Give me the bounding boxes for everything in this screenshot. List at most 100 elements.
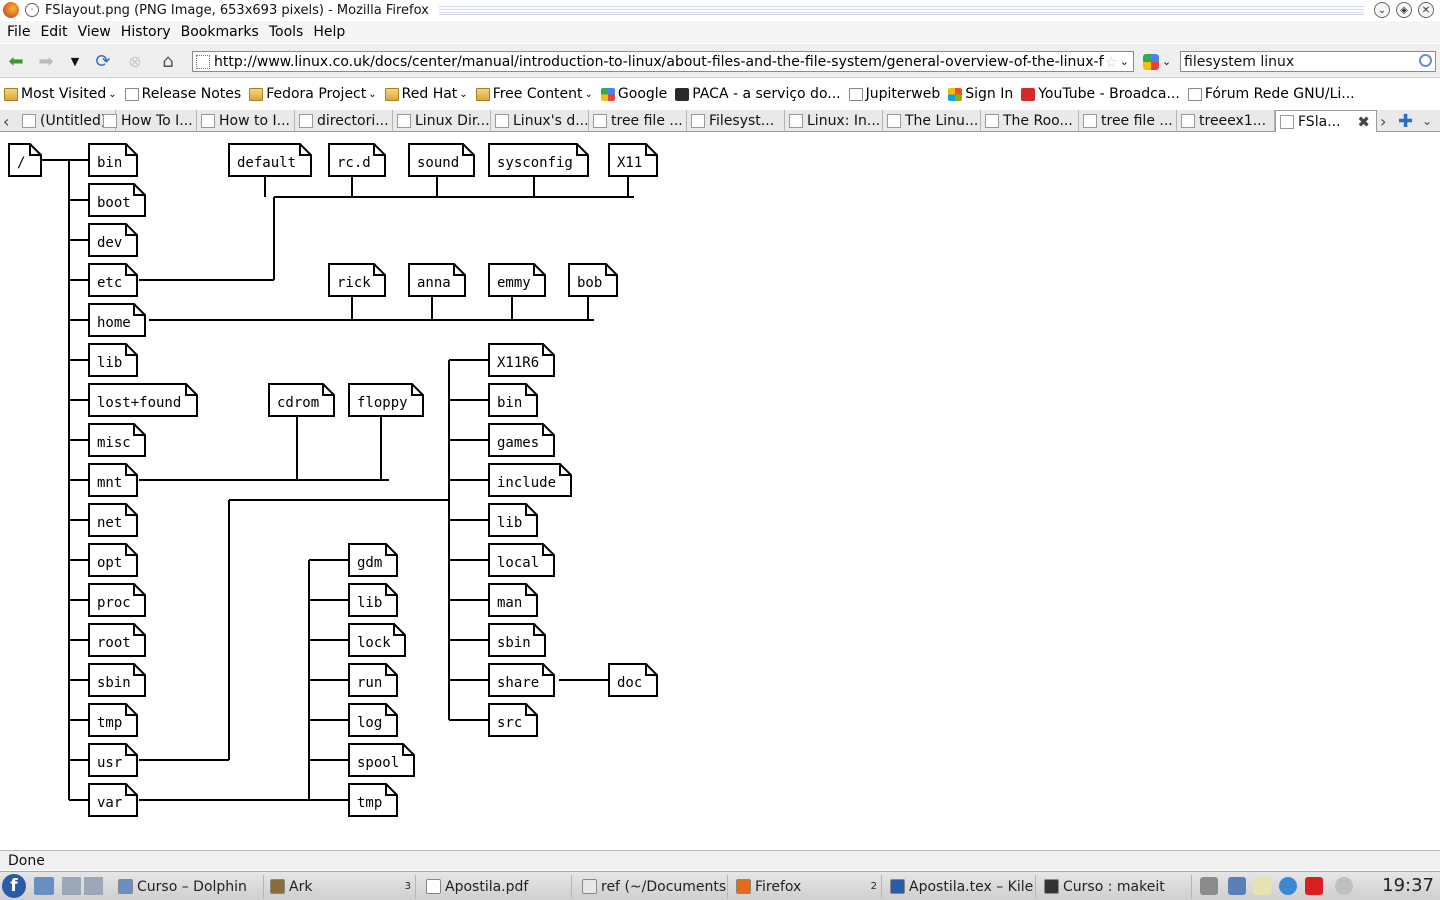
stop-icon[interactable]: ⊗: [128, 51, 142, 71]
pager-icon[interactable]: [62, 877, 104, 895]
search-engine-selector[interactable]: ⌄: [1143, 51, 1179, 72]
tab-favicon-icon: [1181, 114, 1195, 128]
file-icon: [88, 543, 138, 577]
bookmark-item[interactable]: Sign In: [948, 86, 1013, 102]
updates-icon[interactable]: [1279, 877, 1297, 895]
taskbar-item[interactable]: ref (~/Documents: [578, 875, 728, 898]
menu-edit[interactable]: Edit: [40, 24, 68, 40]
directory-node: rc.d: [328, 143, 386, 177]
menu-tools[interactable]: Tools: [268, 24, 304, 40]
tab[interactable]: The Roo...: [981, 110, 1079, 132]
network-icon[interactable]: [1228, 877, 1246, 895]
menu-help[interactable]: Help: [313, 24, 346, 40]
clipboard-icon[interactable]: [1253, 877, 1271, 895]
list-all-tabs-icon[interactable]: ⌄: [1422, 114, 1433, 128]
history-dropdown-icon[interactable]: ▼: [70, 54, 80, 68]
tab[interactable]: Linux: In...: [785, 110, 883, 132]
bookmark-item[interactable]: Fórum Rede GNU/Li...: [1187, 86, 1355, 102]
app-icon: [1044, 879, 1059, 894]
search-input[interactable]: filesystem linux: [1180, 51, 1436, 72]
tab[interactable]: directori...: [295, 110, 393, 132]
file-icon: [488, 623, 546, 657]
bookmark-item[interactable]: YouTube - Broadca...: [1021, 86, 1180, 102]
search-icon[interactable]: [1419, 54, 1432, 67]
info-icon[interactable]: [1335, 877, 1353, 895]
bookmark-item[interactable]: Most Visited⌄: [4, 86, 117, 102]
tab[interactable]: (Untitled): [18, 110, 116, 132]
window-menu-icon[interactable]: ·: [25, 3, 39, 17]
tab[interactable]: The Linu...: [883, 110, 981, 132]
bookmarks-toolbar: Most Visited⌄ Release Notes Fedora Project…: [0, 83, 1440, 105]
tab[interactable]: How to I...: [197, 110, 295, 132]
tab[interactable]: treeex1...: [1177, 110, 1275, 132]
bookmark-item[interactable]: Google: [600, 86, 667, 102]
bookmark-item[interactable]: PACA - a serviço do...: [675, 86, 841, 102]
taskbar-item[interactable]: Apostila.pdf: [422, 875, 572, 898]
file-icon: [88, 783, 138, 817]
menu-history[interactable]: History: [120, 24, 171, 40]
tab[interactable]: Linux Dir...: [393, 110, 491, 132]
taskbar-item[interactable]: Curso – Dolphin: [114, 875, 264, 898]
reload-icon[interactable]: ⟳: [95, 50, 111, 72]
file-icon: [348, 703, 398, 737]
bookmark-item[interactable]: Red Hat⌄: [384, 86, 468, 102]
directory-node: tmp: [88, 703, 138, 737]
bookmark-item[interactable]: Fedora Project⌄: [249, 86, 377, 102]
scroll-tabs-right-icon[interactable]: ›: [1380, 111, 1387, 131]
new-tab-icon[interactable]: ✚: [1398, 110, 1414, 132]
file-icon: [88, 423, 146, 457]
tab[interactable]: Filesyst...: [687, 110, 785, 132]
tab[interactable]: tree file ...: [1079, 110, 1177, 132]
fedora-menu-icon[interactable]: f: [2, 874, 26, 898]
firefox-icon: [3, 2, 19, 18]
directory-label: bob: [577, 275, 602, 291]
taskbar-item-label: Apostila.pdf: [445, 878, 529, 895]
file-icon: [348, 663, 398, 697]
taskbar-item[interactable]: Apostila.tex – Kile: [886, 875, 1036, 898]
minimize-button[interactable]: ⌄: [1374, 2, 1390, 18]
tab-favicon-icon: [789, 114, 803, 128]
directory-label: net: [97, 515, 122, 531]
bookmark-label: Most Visited: [21, 86, 107, 102]
file-icon: [88, 383, 198, 417]
volume-icon[interactable]: [1200, 877, 1218, 895]
taskbar-item[interactable]: Curso : makeit: [1040, 875, 1192, 898]
tab[interactable]: How To I...: [99, 110, 197, 132]
menu-view[interactable]: View: [77, 24, 111, 40]
url-input[interactable]: http://www.linux.co.uk/docs/center/manua…: [214, 53, 1105, 70]
bookmark-item[interactable]: Free Content⌄: [475, 86, 593, 102]
file-icon: [88, 183, 146, 217]
tab[interactable]: FSla...✖: [1275, 110, 1377, 132]
menu-bookmarks[interactable]: Bookmarks: [180, 24, 259, 40]
tab[interactable]: Linux's d...: [491, 110, 589, 132]
directory-node: rick: [328, 263, 386, 297]
forward-arrow-icon[interactable]: ➡: [38, 50, 54, 72]
url-dropdown-icon[interactable]: ⌄: [1119, 55, 1129, 68]
file-icon: [488, 263, 546, 297]
directory-label: bin: [497, 395, 522, 411]
file-icon: [568, 263, 618, 297]
tab[interactable]: tree file ...: [589, 110, 687, 132]
app-icon: [736, 879, 751, 894]
file-icon: [408, 263, 466, 297]
bookmark-item[interactable]: Jupiterweb: [848, 86, 940, 102]
close-window-button[interactable]: ✕: [1418, 2, 1434, 18]
site-identity-icon[interactable]: [196, 54, 210, 69]
notification-icon[interactable]: [1305, 877, 1323, 895]
home-icon[interactable]: ⌂: [162, 50, 174, 72]
back-arrow-icon[interactable]: ⬅: [8, 50, 24, 72]
bookmark-star-icon[interactable]: ☆: [1104, 52, 1118, 71]
bookmark-item[interactable]: Release Notes: [124, 86, 241, 102]
url-bar[interactable]: http://www.linux.co.uk/docs/center/manua…: [192, 51, 1134, 72]
directory-label: cdrom: [277, 395, 319, 411]
close-tab-icon[interactable]: ✖: [1357, 112, 1370, 131]
menu-file[interactable]: File: [7, 24, 31, 40]
directory-label: include: [497, 475, 556, 491]
scroll-tabs-left-icon[interactable]: ‹: [3, 111, 10, 131]
maximize-button[interactable]: ◈: [1396, 2, 1412, 18]
tab-bar: ‹ (Untitled)How To I...How to I...direct…: [0, 110, 1440, 132]
show-desktop-icon[interactable]: [34, 877, 54, 895]
bookmark-label: Fedora Project: [266, 86, 367, 102]
